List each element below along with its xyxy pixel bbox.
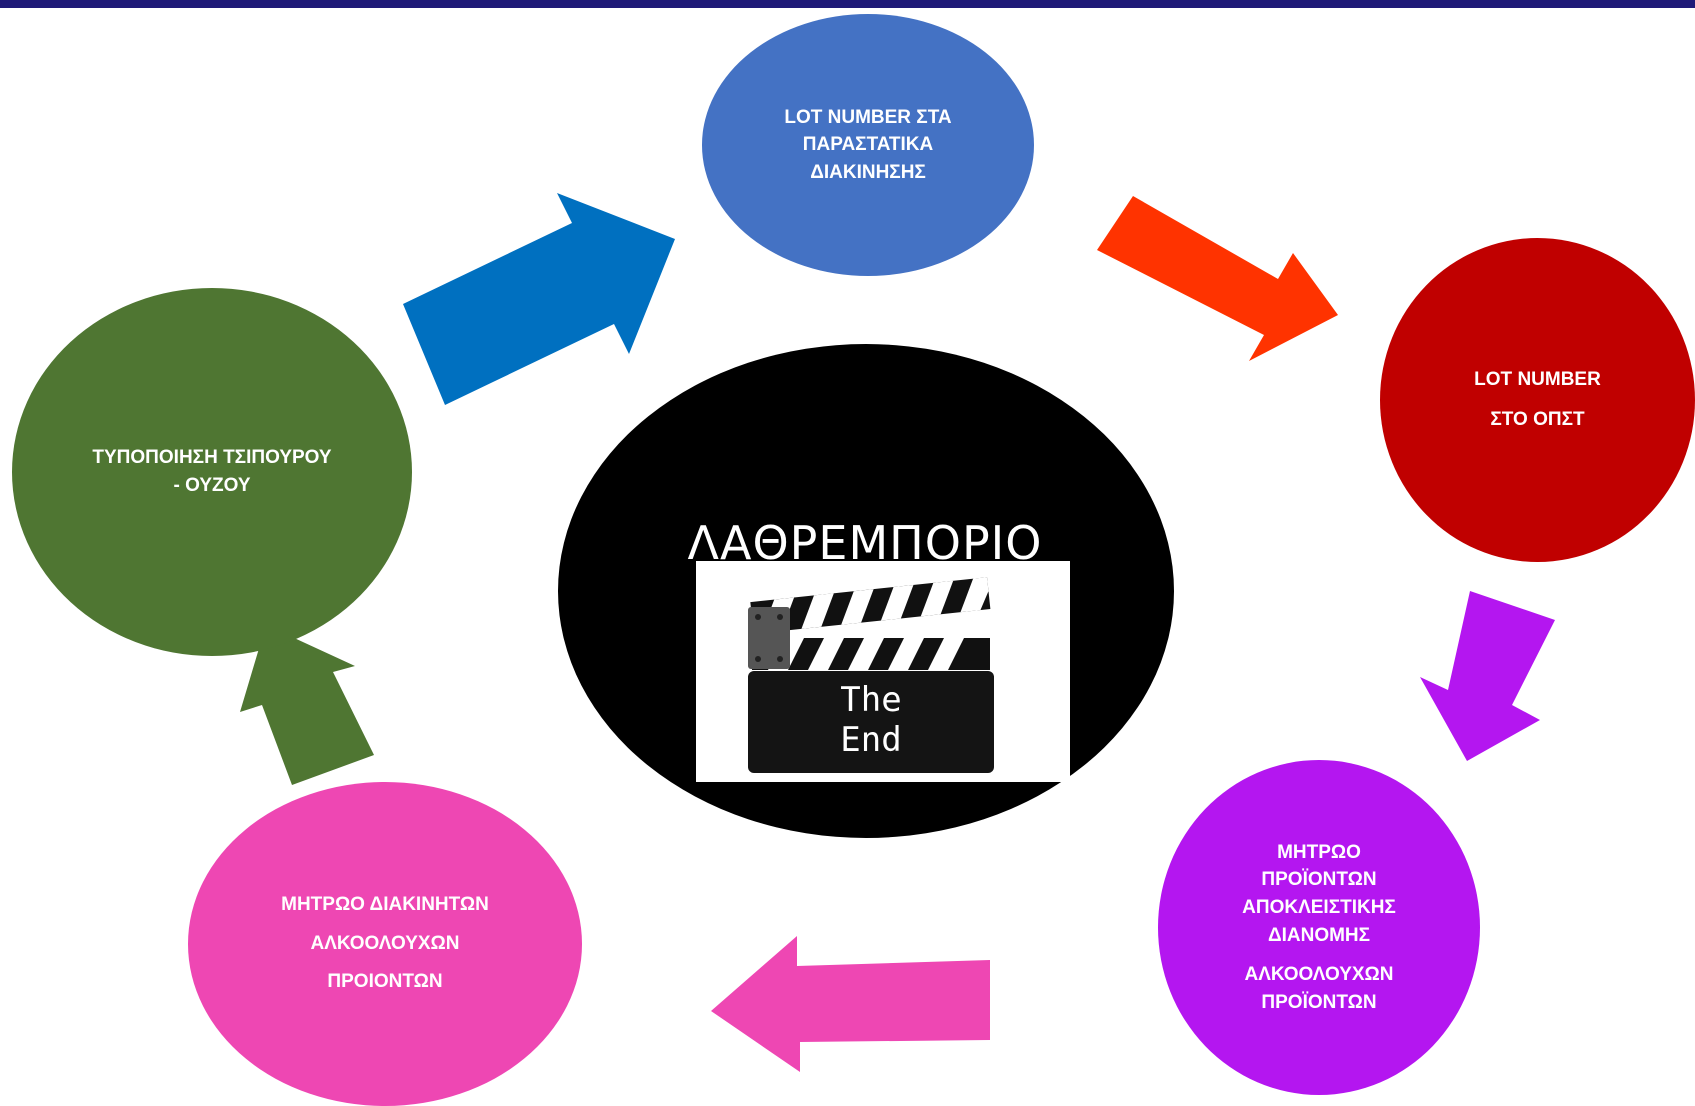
node-text-line: ΤΥΠΟΠΟΙΗΣΗ ΤΣΙΠΟΥΡΟΥ bbox=[92, 447, 332, 469]
node-distributors-registry: ΜΗΤΡΩΟ ΔΙΑΚΙΝΗΤΩΝ ΑΛΚΟΟΛΟΥΧΩΝ ΠΡΟΙΟΝΤΩΝ bbox=[188, 782, 582, 1106]
node-text-line: ΑΛΚΟΟΛΟΥΧΩΝ bbox=[1244, 964, 1394, 986]
node-text-line: ΑΛΚΟΟΛΟΥΧΩΝ bbox=[310, 932, 460, 954]
node-text-line: ΠΡΟΪΟΝΤΩΝ bbox=[1261, 991, 1377, 1013]
node-text-line: ΑΠΟΚΛΕΙΣΤΙΚΗΣ bbox=[1242, 896, 1396, 918]
arrow-pink bbox=[711, 936, 990, 1072]
node-exclusive-distribution-registry: ΜΗΤΡΩΟ ΠΡΟΪΟΝΤΩΝ ΑΠΟΚΛΕΙΣΤΙΚΗΣ ΔΙΑΝΟΜΗΣ … bbox=[1158, 760, 1480, 1095]
node-text-line: ΔΙΑΝΟΜΗΣ bbox=[1267, 924, 1371, 946]
node-text-line: ΜΗΤΡΩΟ ΔΙΑΚΙΝΗΤΩΝ bbox=[281, 893, 489, 915]
node-text-line: LOT NUMBER bbox=[1474, 369, 1601, 391]
node-text-line: ΠΡΟΪΟΝΤΩΝ bbox=[1261, 869, 1377, 891]
clapper-text-line2: End bbox=[840, 720, 901, 760]
arrow-purple bbox=[1420, 591, 1555, 761]
node-text-line: - ΟΥΖΟΥ bbox=[173, 475, 251, 496]
node-tsipouro-ouzo-standardization: ΤΥΠΟΠΟΙΗΣΗ ΤΣΙΠΟΥΡΟΥ - ΟΥΖΟΥ bbox=[12, 288, 412, 656]
node-text-line: ΣΤΟ ΟΠΣΤ bbox=[1490, 409, 1585, 430]
clapperboard-image: The End bbox=[696, 561, 1070, 782]
node-text-line: ΜΗΤΡΩΟ bbox=[1277, 841, 1361, 863]
arrow-orange bbox=[1097, 196, 1338, 361]
node-text-line: ΔΙΑΚΙΝΗΣΗΣ bbox=[810, 161, 926, 183]
node-lot-number-opst: LOT NUMBER ΣΤΟ ΟΠΣΤ bbox=[1380, 238, 1695, 562]
arrow-green bbox=[240, 625, 374, 785]
node-text-line: ΠΑΡΑΣΤΑΤΙΚΑ bbox=[802, 134, 934, 156]
node-text-line: LOT NUMBER ΣΤΑ bbox=[784, 106, 952, 128]
top-border bbox=[0, 0, 1695, 8]
node-text-line: ΠΡΟΙΟΝΤΩΝ bbox=[327, 971, 443, 993]
node-lot-number-documents: LOT NUMBER ΣΤΑ ΠΑΡΑΣΤΑΤΙΚΑ ΔΙΑΚΙΝΗΣΗΣ bbox=[702, 14, 1034, 276]
clapper-text-line1: The bbox=[840, 680, 901, 720]
arrow-blue bbox=[403, 193, 675, 405]
clapperboard-icon: The End bbox=[748, 577, 994, 773]
